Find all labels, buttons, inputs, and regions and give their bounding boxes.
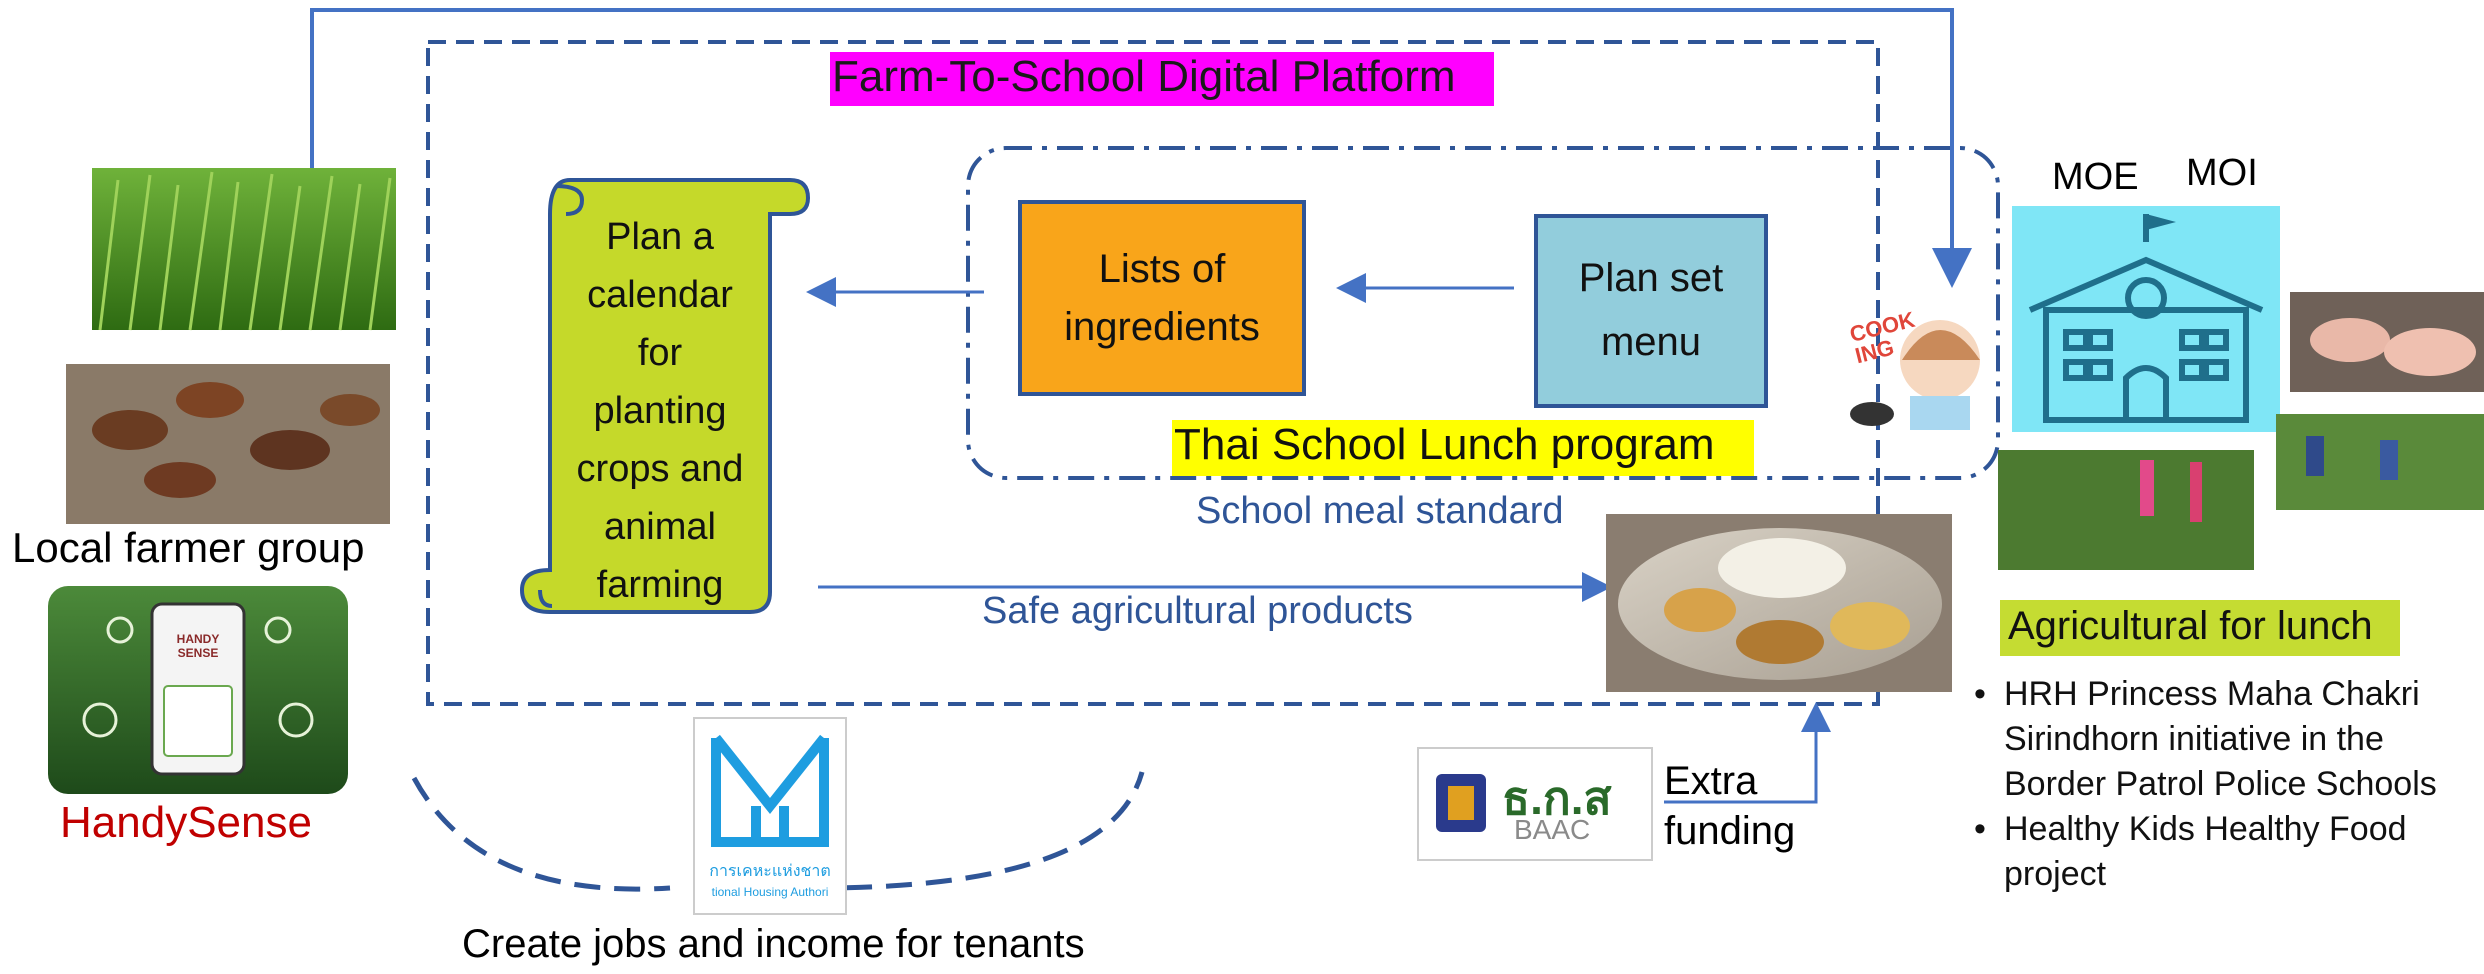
platform-title: Farm-To-School Digital Platform <box>832 52 1456 101</box>
bullet-line: Healthy Kids Healthy Food <box>2004 810 2407 848</box>
pigs-photo <box>2290 292 2484 392</box>
lunch-program-highlight <box>1172 420 1754 476</box>
moi-label: MOI <box>2186 152 2258 194</box>
bullet-item: • Healthy Kids Healthy Food project <box>1974 807 2437 897</box>
tenant-jobs-arc <box>411 771 1145 892</box>
garden-photo-2 <box>2276 414 2484 510</box>
baac-latin-text: BAAC <box>1514 814 1591 845</box>
platform-boundary <box>426 40 1880 706</box>
ingredients-label: Lists of ingredients <box>1020 240 1304 356</box>
garden-photo-1 <box>1998 450 2254 570</box>
housing-authority-logo <box>693 717 847 915</box>
lunch-program-title: Thai School Lunch program <box>1174 420 1715 469</box>
baac-logo <box>1417 747 1653 861</box>
bullet-line: Sirindhorn initiative in the <box>2004 720 2384 758</box>
bullet-line: Border Patrol Police Schools <box>2004 765 2437 803</box>
ingredients-box <box>1018 200 1306 396</box>
menu-line: Plan set <box>1578 256 1724 300</box>
moe-label: MOE <box>2052 156 2139 198</box>
bullet-item: • HRH Princess Maha Chakri Sirindhorn in… <box>1974 672 2437 807</box>
safe-products-label: Safe agricultural products <box>982 590 1413 632</box>
housing-logo-line: tional Housing Authori <box>711 885 829 899</box>
bullet-dot: • <box>1974 675 1986 713</box>
menu-line: menu <box>1600 320 1702 364</box>
handy-logo-line: SENSE <box>177 646 219 660</box>
agri-lunch-highlight <box>2000 600 2400 656</box>
housing-logo-line: การเคหะแห่งชาต <box>709 863 831 880</box>
scroll-line: animal <box>604 506 716 548</box>
ingredients-line: Lists of <box>1098 247 1226 291</box>
cooking-sticker <box>1850 320 1980 430</box>
scroll-line: farming <box>596 564 724 606</box>
planting-calendar-scroll <box>519 178 811 614</box>
bullet-dot: • <box>1974 810 1986 848</box>
menu-label: Plan set menu <box>1536 246 1766 374</box>
menu-box <box>1534 214 1768 408</box>
school-building-image <box>2012 206 2280 432</box>
scroll-line: crops and <box>576 448 744 490</box>
school-lunch-boundary <box>966 146 2000 480</box>
handy-logo-text: HANDY SENSE <box>152 632 244 660</box>
bullet-line: HRH Princess Maha Chakri <box>2004 675 2420 713</box>
scroll-text: Plan a calendar for planting crops and a… <box>550 208 770 614</box>
bullet-line: project <box>2004 855 2107 893</box>
local-farmer-label: Local farmer group <box>12 524 365 571</box>
handysense-label: HandySense <box>60 798 312 847</box>
chickens-photo <box>66 364 390 524</box>
meal-standard-label: School meal standard <box>1196 490 1564 532</box>
handy-logo-line: HANDY <box>176 632 220 646</box>
scroll-line: Plan a <box>606 216 714 258</box>
lunch-tray-photo <box>1606 514 1952 692</box>
housing-logo-text: การเคหะแห่งชาต tional Housing Authori <box>694 862 846 902</box>
bullet-list: • HRH Princess Maha Chakri Sirindhorn in… <box>1974 672 2437 897</box>
extra-funding-line: Extra <box>1664 759 1758 803</box>
scroll-line: planting <box>593 390 727 432</box>
agri-lunch-label: Agricultural for lunch <box>2008 604 2373 648</box>
extra-funding-label: Extra funding <box>1664 756 1795 856</box>
create-jobs-label: Create jobs and income for tenants <box>462 922 1085 966</box>
farmer-to-school-connector <box>310 8 1972 288</box>
ingredients-line: ingredients <box>1064 305 1260 349</box>
handysense-app-image <box>48 586 348 794</box>
scroll-line: calendar <box>587 274 733 316</box>
funding-arrow <box>1664 702 1831 804</box>
baac-thai-text: ธ.ก.ส <box>1502 772 1612 824</box>
grass-field-photo <box>92 168 396 331</box>
extra-funding-line: funding <box>1664 809 1796 853</box>
platform-title-highlight <box>830 52 1494 106</box>
scroll-line: for <box>637 332 683 374</box>
